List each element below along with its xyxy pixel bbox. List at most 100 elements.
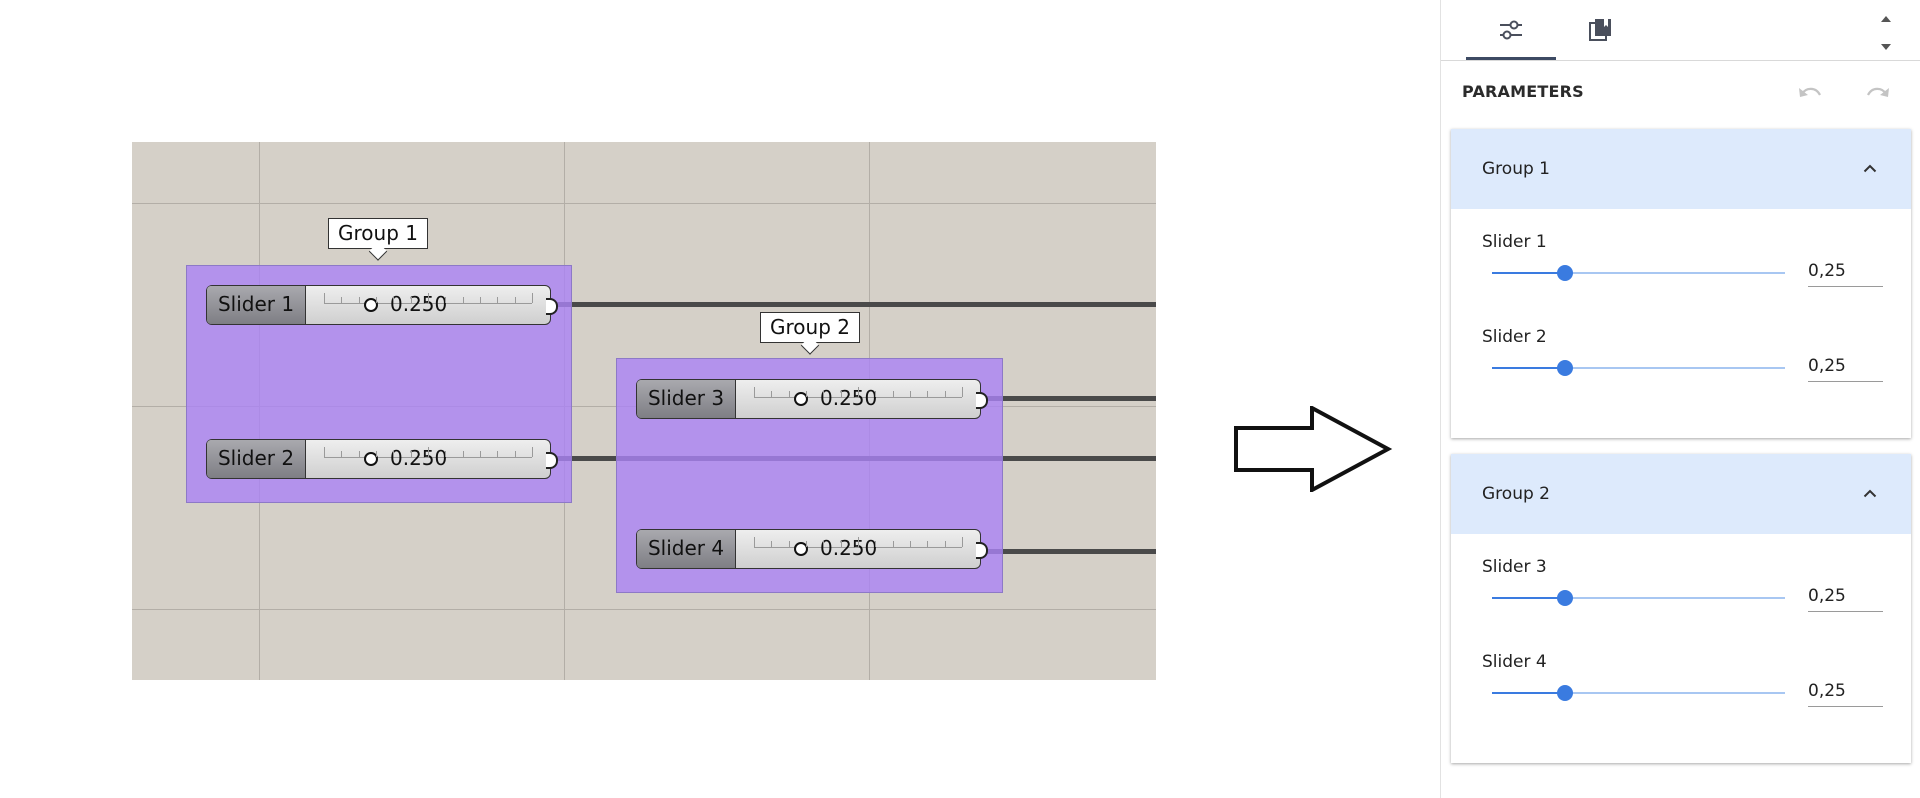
group-title: Group 2 [1482, 484, 1550, 504]
gh-slider-tick [927, 391, 928, 397]
slider-track[interactable] [1492, 590, 1785, 606]
slider-thumb[interactable] [1557, 360, 1574, 376]
gh-slider-tick [341, 451, 342, 457]
group-1-tag[interactable]: Group 1 [328, 218, 428, 249]
gh-slider-tick [945, 541, 946, 547]
gh-slider-track[interactable]: 0.250 [306, 440, 550, 478]
gh-slider-tick [910, 541, 911, 547]
slider-row-2: Slider 2 [1451, 327, 1911, 397]
slider-label: Slider 1 [1482, 232, 1547, 252]
group-2-header[interactable]: Group 2 [1451, 454, 1911, 534]
group-card-2: Group 2 Slider 3 Slider 4 [1451, 454, 1911, 763]
gh-slider-tick [875, 541, 876, 547]
gh-slider-name: Slider 4 [637, 530, 736, 568]
group-1-header[interactable]: Group 1 [1451, 129, 1911, 209]
gh-slider-tick [754, 537, 755, 547]
gh-slider-tick [945, 391, 946, 397]
slider-track[interactable] [1492, 265, 1785, 281]
gh-slider-tick [445, 451, 446, 457]
tab-library[interactable] [1556, 0, 1646, 60]
gh-slider-tick [480, 297, 481, 303]
gh-slider-track[interactable]: 0.250 [736, 380, 980, 418]
gh-slider-1[interactable]: Slider 1 0.250 [206, 285, 558, 325]
caret-up-icon [1881, 16, 1891, 22]
gh-slider-name: Slider 1 [207, 286, 306, 324]
slider-label: Slider 4 [1482, 652, 1547, 672]
grasshopper-canvas[interactable]: Group 1 Group 2 Slider 1 0.250 Slider 2 … [132, 142, 1156, 680]
slider-value-input[interactable] [1808, 351, 1883, 382]
gh-slider-knob[interactable] [794, 392, 808, 406]
gh-slider-2[interactable]: Slider 2 0.250 [206, 439, 558, 479]
gh-slider-tick [893, 391, 894, 397]
gh-slider-value: 0.250 [390, 292, 448, 316]
output-port[interactable] [546, 298, 558, 315]
gh-slider-tick [532, 293, 533, 303]
gh-slider-scale [754, 547, 962, 548]
gh-slider-knob[interactable] [364, 298, 378, 312]
gh-slider-tick [497, 297, 498, 303]
gh-slider-scale [324, 457, 532, 458]
chevron-up-icon [1863, 164, 1877, 173]
gh-slider-tick [841, 541, 842, 547]
wire [987, 549, 1156, 554]
slider-thumb[interactable] [1557, 265, 1574, 281]
grid-line [132, 203, 1156, 204]
scroll-up-button[interactable] [1880, 14, 1892, 24]
slider-thumb[interactable] [1557, 590, 1574, 606]
undo-button[interactable] [1797, 82, 1825, 104]
gh-slider-scale [754, 397, 962, 398]
gh-slider-4[interactable]: Slider 4 0.250 [636, 529, 988, 569]
output-port[interactable] [546, 452, 558, 469]
gh-slider-tick [771, 541, 772, 547]
group-2-tag[interactable]: Group 2 [760, 312, 860, 343]
gh-slider-tick [411, 297, 412, 303]
sliders-icon [1500, 20, 1522, 40]
slider-thumb[interactable] [1557, 685, 1574, 701]
slider-value-input[interactable] [1808, 256, 1883, 287]
gh-slider-tick [515, 297, 516, 303]
gh-slider-tick [463, 451, 464, 457]
slider-label: Slider 2 [1482, 327, 1547, 347]
output-port[interactable] [976, 392, 988, 409]
gh-slider-tick [893, 541, 894, 547]
caret-down-icon [1881, 44, 1891, 50]
gh-slider-tick [841, 391, 842, 397]
slider-fill [1492, 272, 1566, 274]
gh-slider-track[interactable]: 0.250 [736, 530, 980, 568]
gh-slider-value: 0.250 [390, 446, 448, 470]
gh-slider-tick [875, 391, 876, 397]
slider-track[interactable] [1492, 685, 1785, 701]
gh-slider-tick [858, 387, 859, 397]
slider-fill [1492, 597, 1566, 599]
gh-slider-tick [324, 293, 325, 303]
tab-parameters[interactable] [1466, 0, 1556, 60]
gh-slider-tick [910, 391, 911, 397]
gh-slider-name: Slider 2 [207, 440, 306, 478]
gh-slider-tick [823, 391, 824, 397]
gh-slider-tick [445, 297, 446, 303]
right-arrow-icon [1234, 406, 1393, 492]
gh-slider-3[interactable]: Slider 3 0.250 [636, 379, 988, 419]
slider-value-input[interactable] [1808, 581, 1883, 612]
slider-track[interactable] [1492, 360, 1785, 376]
undo-icon [1799, 87, 1821, 97]
gh-slider-tick [515, 451, 516, 457]
gh-slider-tick [359, 297, 360, 303]
gh-slider-tick [324, 447, 325, 457]
gh-slider-knob[interactable] [364, 452, 378, 466]
slider-row-1: Slider 1 [1451, 232, 1911, 302]
gh-slider-value: 0.250 [820, 536, 878, 560]
chevron-up-icon [1863, 489, 1877, 498]
redo-button[interactable] [1863, 82, 1891, 104]
gh-slider-scale [324, 303, 532, 304]
gh-slider-tick [428, 447, 429, 457]
gh-slider-track[interactable]: 0.250 [306, 286, 550, 324]
slider-row-4: Slider 4 [1451, 652, 1911, 722]
output-port[interactable] [976, 542, 988, 559]
slider-fill [1492, 367, 1566, 369]
group-card-1: Group 1 Slider 1 Slider 2 [1451, 129, 1911, 438]
scroll-down-button[interactable] [1880, 42, 1892, 52]
slider-value-input[interactable] [1808, 676, 1883, 707]
parameters-panel: PARAMETERS Group 1 Slider 1 Slider 2 [1440, 0, 1920, 798]
gh-slider-knob[interactable] [794, 542, 808, 556]
